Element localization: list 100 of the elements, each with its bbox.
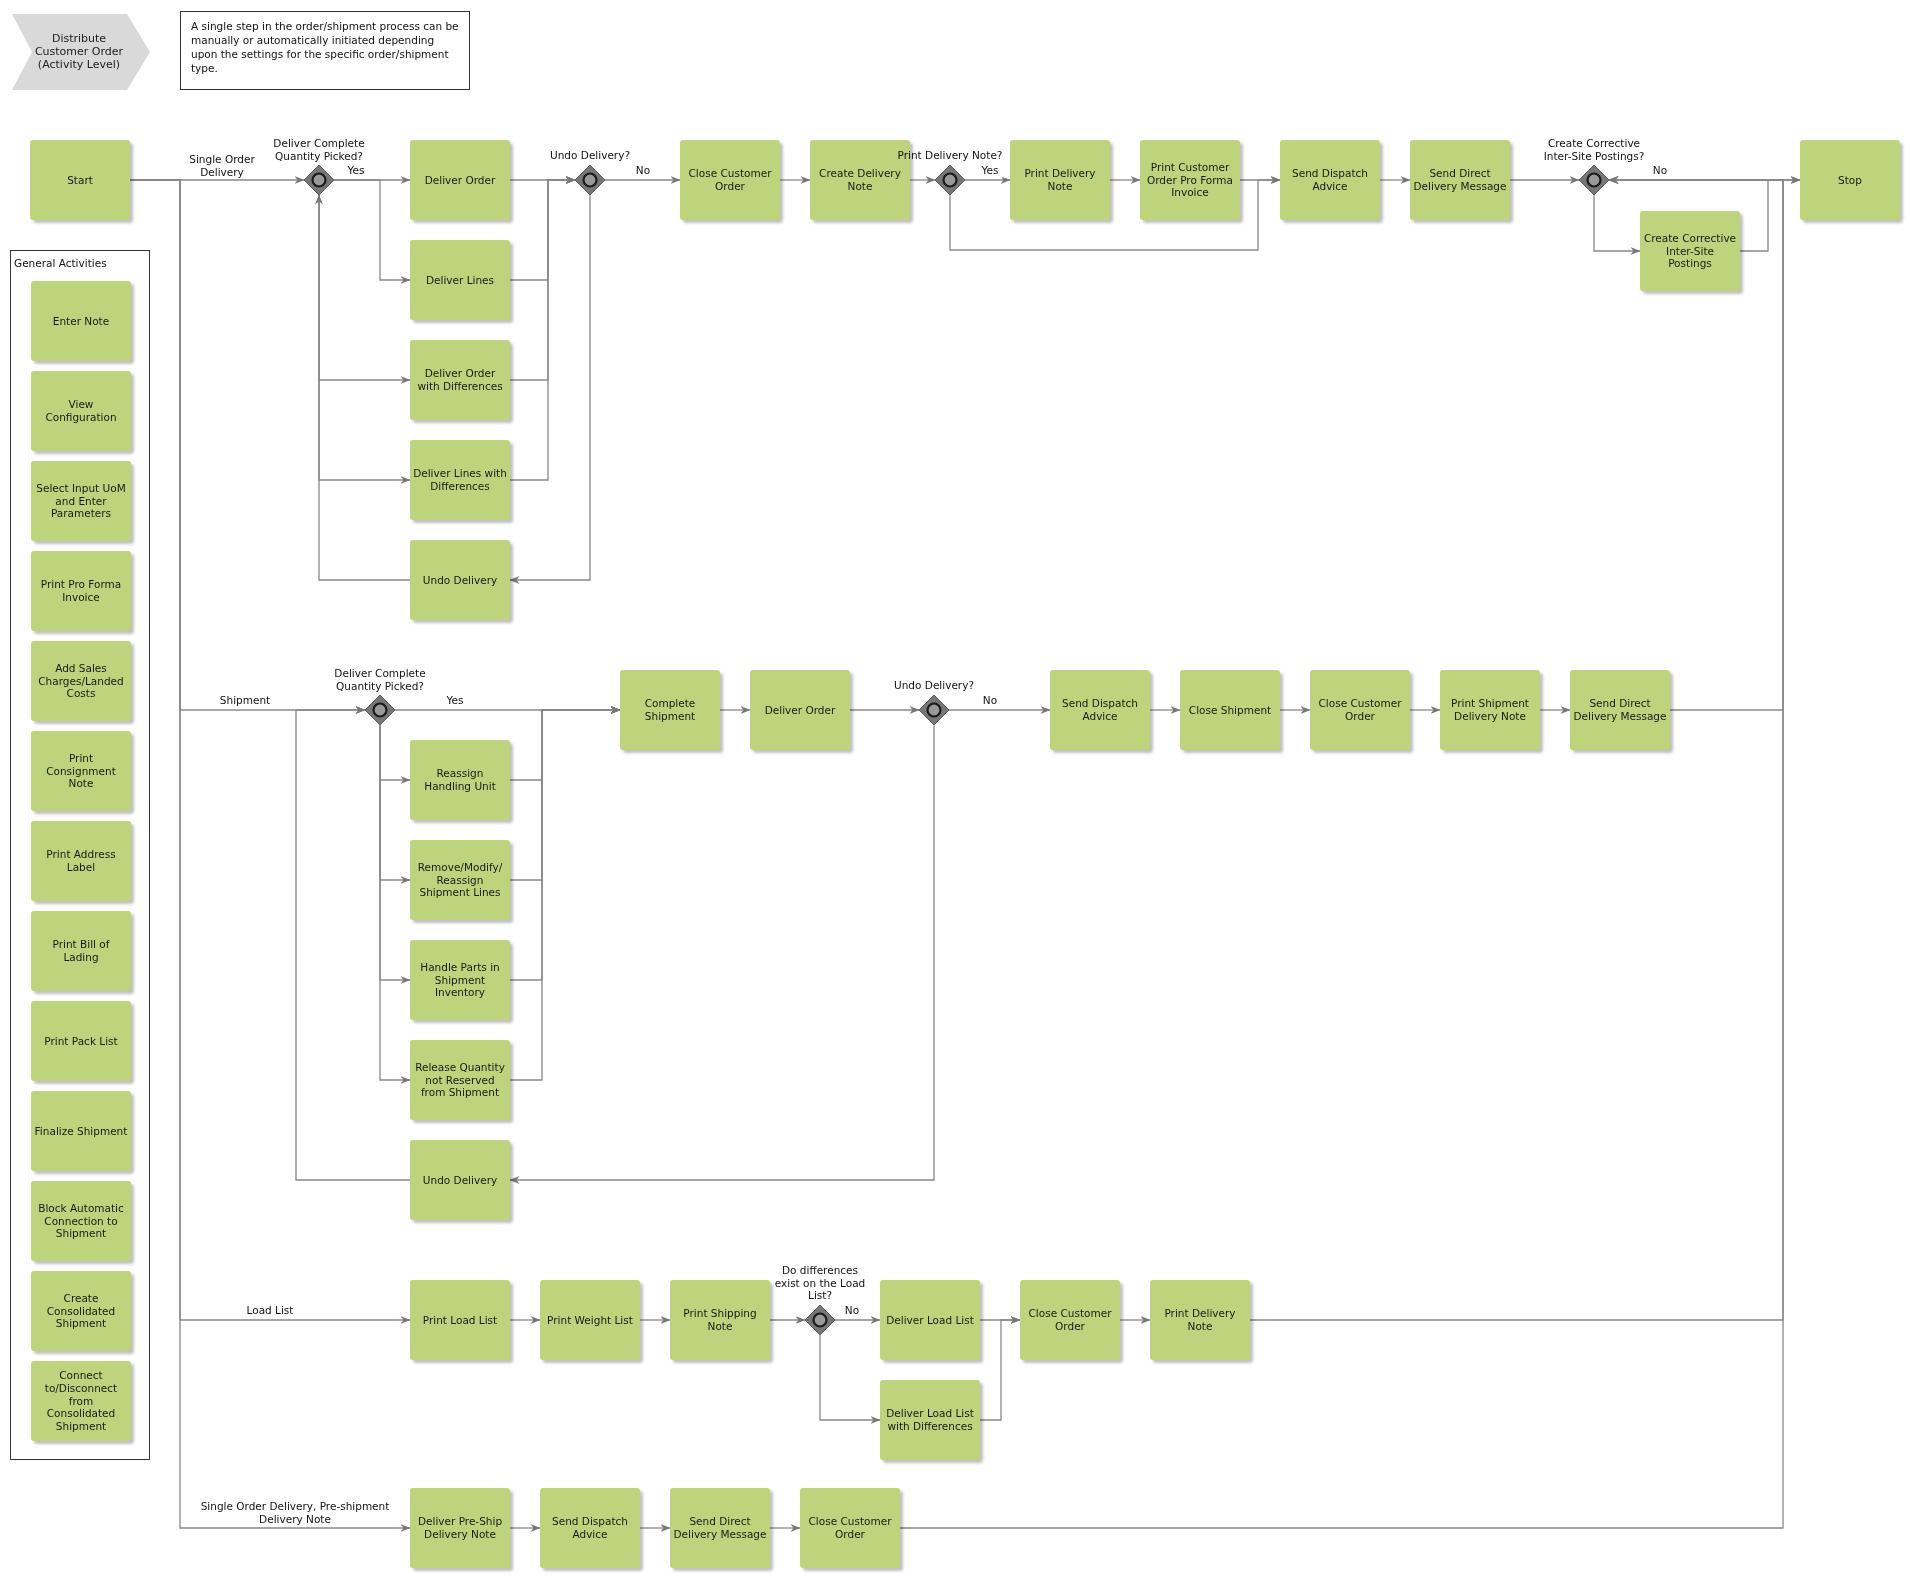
activity-box: Deliver Order <box>410 140 510 220</box>
activity-box: Enter Note <box>31 281 131 361</box>
activity-box: Undo Delivery <box>410 540 510 620</box>
activity-box: Print Shipping Note <box>670 1280 770 1360</box>
connector-arrow <box>834 1316 881 1324</box>
activity-box: Print Load List <box>410 1280 510 1360</box>
gateway-diamond <box>935 165 965 195</box>
connector-arrow <box>719 706 751 714</box>
gateway-diamond <box>365 695 395 725</box>
activity-box: Deliver Load List with Differences <box>880 1380 980 1460</box>
activity-box: Deliver Order with Differences <box>410 340 510 420</box>
connector-arrow <box>639 1316 671 1324</box>
activity-box: Print Shipment Delivery Note <box>1440 670 1540 750</box>
group-panel <box>10 250 150 1460</box>
activity-box: Deliver Lines with Differences <box>410 440 510 520</box>
connector-arrow <box>899 176 1784 1529</box>
connector-arrow <box>1593 194 1641 255</box>
activity-box: Print Address Label <box>31 821 131 901</box>
activity-box: Add Sales Charges/Landed Costs <box>31 641 131 721</box>
connector-arrow <box>819 1334 881 1424</box>
connector-arrow <box>1409 706 1441 714</box>
connector-arrow <box>509 1524 541 1532</box>
activity-box: Print Delivery Note <box>1150 1280 1250 1360</box>
gateway-label: Deliver Complete Quantity Picked? <box>272 136 366 162</box>
activity-box: Finalize Shipment <box>31 1091 131 1171</box>
gateway-diamond <box>304 165 334 195</box>
activity-box: Stop <box>1800 140 1900 220</box>
connector-arrow <box>1509 176 1580 184</box>
connector-arrow <box>1149 706 1181 714</box>
activity-box: Close Customer Order <box>1020 1280 1120 1360</box>
activity-box: Remove/Modify/ Reassign Shipment Lines <box>410 840 510 920</box>
gateway-diamond <box>1579 165 1609 195</box>
group-heading: General Activities <box>14 257 107 269</box>
connector-arrow <box>909 176 936 184</box>
connector-arrow <box>1119 1316 1151 1324</box>
connector-arrow <box>779 176 811 184</box>
connector-arrow <box>1279 706 1311 714</box>
gateway-label: Print Delivery Note? <box>896 149 1004 162</box>
connector-arrow <box>509 194 591 584</box>
activity-box: Reassign Handling Unit <box>410 740 510 820</box>
activity-box: Send Direct Delivery Message <box>670 1488 770 1568</box>
activity-box: Release Quantity not Reserved from Shipment <box>410 1040 510 1120</box>
connector-arrow <box>979 1316 1021 1421</box>
activity-box: Complete Shipment <box>620 670 720 750</box>
activity-box: Close Shipment <box>1180 670 1280 750</box>
activity-box: Deliver Lines <box>410 240 510 320</box>
connector-arrow <box>1739 176 1801 252</box>
connector-arrow <box>769 1316 806 1324</box>
connector-arrow <box>295 706 411 1181</box>
note-text: A single step in the order/shipment process can be manually or automatically initiated depending upon the settings for the specific order/shipment type. <box>180 11 470 90</box>
activity-box: Print Bill of Lading <box>31 911 131 991</box>
activity-box: Create Consolidated Shipment <box>31 1271 131 1351</box>
connector-arrow <box>1539 706 1571 714</box>
activity-box: Deliver Order <box>750 670 850 750</box>
activity-box: Close Customer Order <box>800 1488 900 1568</box>
connector-arrow <box>1379 176 1411 184</box>
edge-label: Single Order Delivery, Pre-shipment Delivery Note <box>200 1499 390 1525</box>
gateway-diamond <box>919 695 949 725</box>
activity-box: Send Dispatch Advice <box>540 1488 640 1568</box>
connector-arrow <box>949 176 1281 251</box>
activity-box: View Configuration <box>31 371 131 451</box>
connector-arrow <box>315 194 411 581</box>
connector-arrow <box>604 176 681 184</box>
activity-box: Block Automatic Connection to Shipment <box>31 1181 131 1261</box>
gateway-diamond <box>805 1305 835 1335</box>
connector-arrow <box>1109 176 1141 184</box>
activity-box: Select Input UoM and Enter Parameters <box>31 461 131 541</box>
activity-box: Undo Delivery <box>410 1140 510 1220</box>
connector-arrow <box>639 1524 671 1532</box>
connector-arrow <box>964 176 1011 184</box>
activity-box: Connect to/Disconnect from Consolidated Shipment <box>31 1361 131 1441</box>
connector-arrow <box>509 724 935 1184</box>
gateway-label: Create Corrective Inter-Site Postings? <box>1542 136 1646 162</box>
connector-arrow <box>333 179 411 284</box>
activity-box: Handle Parts in Shipment Inventory <box>410 940 510 1020</box>
activity-box: Close Customer Order <box>680 140 780 220</box>
activity-box: Deliver Pre-Ship Delivery Note <box>410 1488 510 1568</box>
gateway-label: Do differences exist on the Load List? <box>773 1264 867 1302</box>
connector-arrow <box>849 706 920 714</box>
activity-box: Send Dispatch Advice <box>1280 140 1380 220</box>
activity-box: Create Corrective Inter-Site Postings <box>1640 211 1740 291</box>
activity-box: Print Consignment Note <box>31 731 131 811</box>
gateway-label: Deliver Complete Quantity Picked? <box>333 666 427 692</box>
connector-arrow <box>948 706 1051 714</box>
connector-arrow <box>509 1316 541 1324</box>
activity-box: Print Delivery Note <box>1010 140 1110 220</box>
activity-box: Print Weight List <box>540 1280 640 1360</box>
activity-box: Start <box>30 140 130 220</box>
connector-arrow <box>509 706 621 1081</box>
activity-box: Send Dispatch Advice <box>1050 670 1150 750</box>
gateway-label: Undo Delivery? <box>894 679 974 692</box>
connector-arrow <box>769 1524 801 1532</box>
gateway-label: Undo Delivery? <box>550 149 630 162</box>
activity-box: Send Direct Delivery Message <box>1570 670 1670 750</box>
diagram-title: Distribute Customer Order (Activity Level) <box>34 32 124 72</box>
activity-box: Send Direct Delivery Message <box>1410 140 1510 220</box>
activity-box: Print Pro Forma Invoice <box>31 551 131 631</box>
gateway-diamond <box>575 165 605 195</box>
connector-arrow <box>509 176 576 481</box>
activity-box: Deliver Load List <box>880 1280 980 1360</box>
